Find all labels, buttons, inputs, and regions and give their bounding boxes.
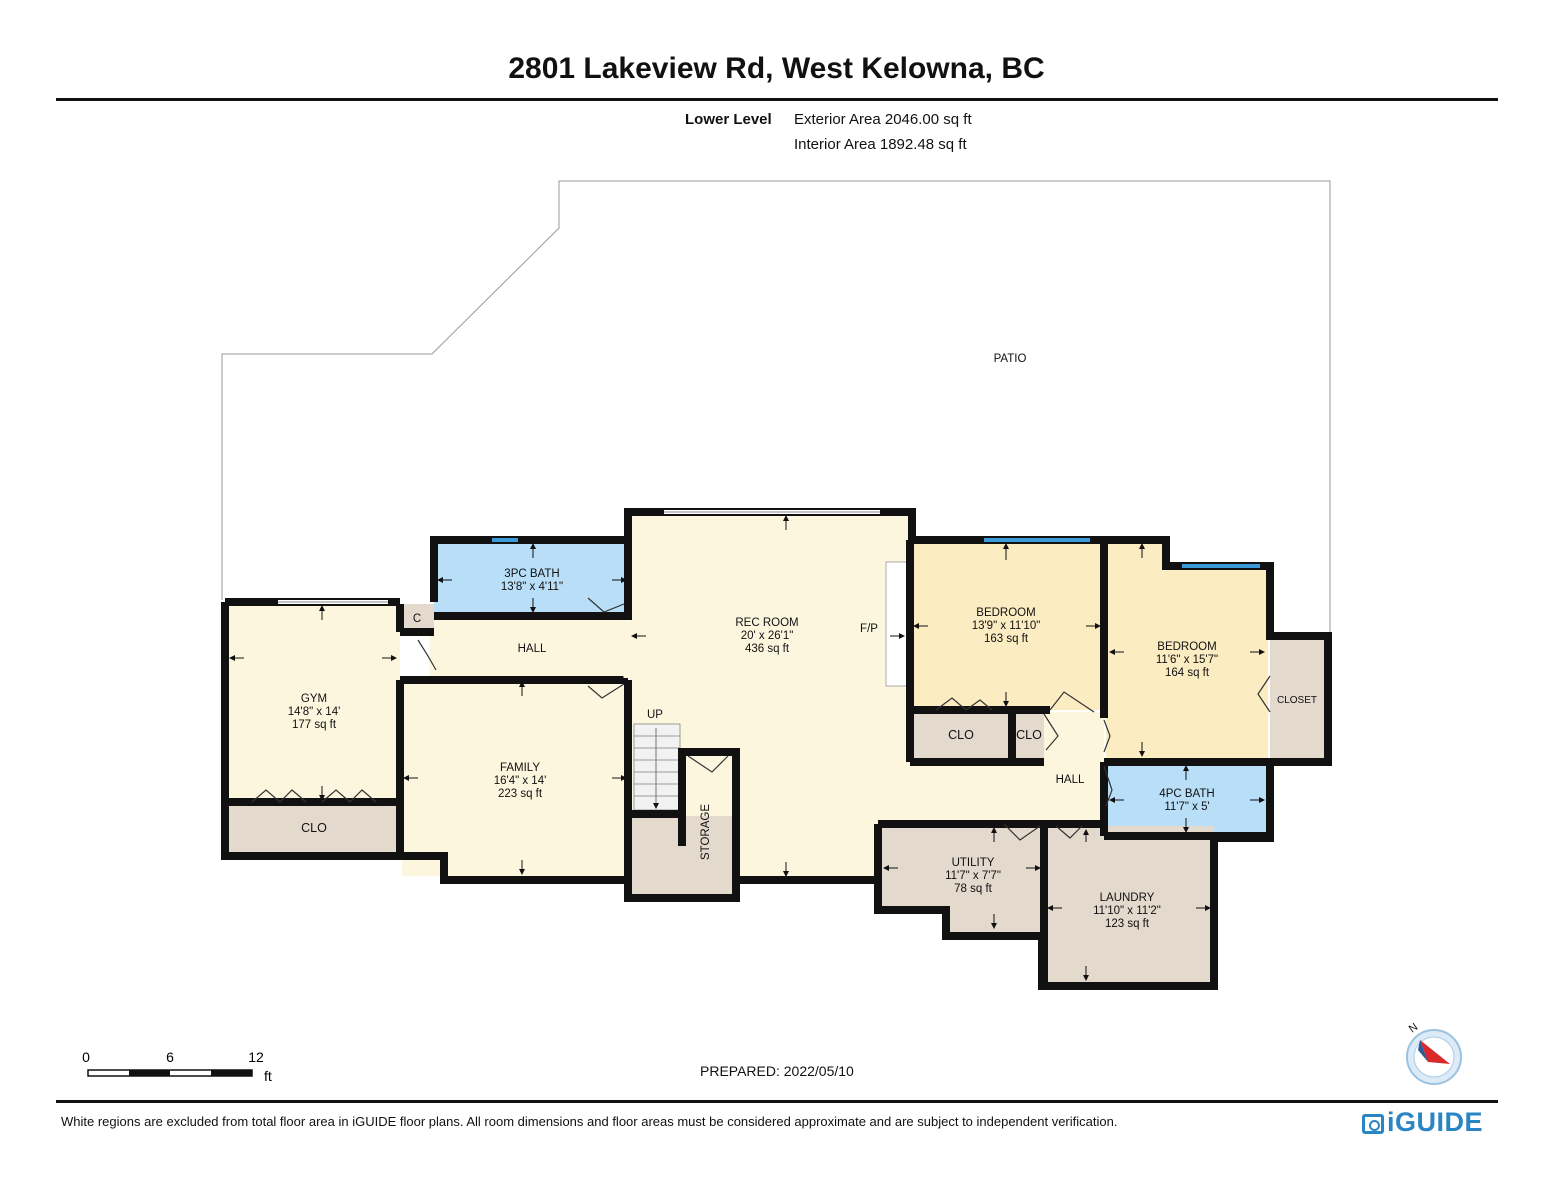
- footer-divider: [56, 1100, 1498, 1103]
- scale-tick-6: 6: [166, 1049, 174, 1065]
- bath-4pc-dims: 11'7" x 5': [1164, 801, 1209, 813]
- family-name: FAMILY: [500, 762, 540, 774]
- closet-label: CLOSET: [1277, 695, 1317, 706]
- gym-floor: [228, 604, 400, 804]
- hall-east-label: HALL: [1056, 774, 1085, 786]
- compass: N: [1406, 1021, 1462, 1085]
- bath-3pc-name: 3PC BATH: [504, 568, 559, 580]
- hall-west-floor: [434, 620, 628, 678]
- scale-tick-12: 12: [248, 1049, 264, 1065]
- bath-4pc-floor: [1106, 766, 1268, 836]
- bath-4pc-name: 4PC BATH: [1159, 788, 1214, 800]
- gym-dims: 14'8" x 14': [288, 706, 341, 718]
- iguide-logo-icon: [1362, 1114, 1384, 1134]
- iguide-logo: iGUIDE: [1362, 1107, 1483, 1138]
- page-title: 2801 Lakeview Rd, West Kelowna, BC: [508, 52, 1045, 85]
- bedroom-2-dims: 11'6" x 15'7": [1156, 654, 1218, 666]
- patio-outline: [221, 180, 1331, 636]
- bath-3pc-dims: 13'8" x 4'11": [501, 581, 563, 593]
- compass-needle-icon: [1420, 1040, 1450, 1064]
- bedroom-1-closet-b-label: CLO: [1016, 728, 1042, 742]
- room-labels: PATIO GYM 14'8" x 14' 177 sq ft CLO C 3P…: [288, 353, 1317, 930]
- gym-area: 177 sq ft: [292, 719, 337, 731]
- fireplace-label: F/P: [860, 623, 878, 635]
- prepared-date: PREPARED: 2022/05/10: [700, 1063, 854, 1079]
- bedroom-2-name: BEDROOM: [1157, 641, 1216, 653]
- laundry-floor: [1044, 826, 1214, 984]
- door-swings: [251, 597, 1271, 841]
- closet-floor: [1270, 638, 1326, 760]
- compass-north-label: N: [1407, 1021, 1420, 1035]
- level-label: Lower Level: [685, 111, 772, 128]
- laundry-dims: 11'10" x 11'2": [1093, 905, 1161, 917]
- utility-name: UTILITY: [952, 857, 995, 869]
- stairs-label: UP: [647, 709, 663, 721]
- title-divider: [56, 98, 1498, 101]
- bedroom-1-floor: [912, 542, 1104, 710]
- bedroom-2-area: 164 sq ft: [1165, 667, 1210, 679]
- bedroom-1-name: BEDROOM: [976, 607, 1035, 619]
- bedroom-1-clo-a-floor: [912, 712, 1010, 760]
- rec-room-dims: 20' x 26'1": [741, 630, 794, 642]
- patio-label: PATIO: [994, 353, 1027, 365]
- small-closet-floor: [400, 604, 434, 632]
- dimension-arrows: [229, 515, 1265, 981]
- rec-room-name: REC ROOM: [735, 617, 798, 629]
- room-fills: [228, 514, 1326, 984]
- gym-name: GYM: [301, 693, 327, 705]
- windows: [278, 510, 1260, 604]
- bedroom-1-area: 163 sq ft: [984, 633, 1029, 645]
- fireplace: [885, 561, 909, 687]
- utility-area: 78 sq ft: [954, 883, 993, 895]
- scale-unit: ft: [264, 1068, 272, 1084]
- scale-bar: 0 6 12 ft: [80, 1048, 290, 1088]
- small-closet-label: C: [413, 613, 421, 625]
- bedroom-1-clo-b-floor: [1014, 712, 1044, 760]
- hall-west-label: HALL: [518, 643, 547, 655]
- gym-closet-floor: [228, 804, 400, 854]
- bath-3pc-floor: [434, 542, 628, 616]
- family-floor: [402, 680, 628, 876]
- bedroom-1-dims: 13'9" x 11'10": [972, 620, 1041, 632]
- door-openings: [429, 622, 633, 678]
- bedroom-2-floor: [1106, 542, 1268, 760]
- bedroom-1-closet-a-label: CLO: [948, 728, 974, 742]
- family-dims: 16'4" x 14': [494, 775, 547, 787]
- laundry-area: 123 sq ft: [1105, 918, 1150, 930]
- scale-tick-0: 0: [82, 1049, 90, 1065]
- rec-room-area: 436 sq ft: [745, 643, 790, 655]
- family-area: 223 sq ft: [498, 788, 543, 800]
- storage-label: STORAGE: [700, 804, 712, 860]
- interior-area-text: Interior Area 1892.48 sq ft: [794, 136, 967, 153]
- stairs: [633, 723, 681, 811]
- exterior-area-text: Exterior Area 2046.00 sq ft: [794, 111, 972, 128]
- iguide-logo-text: iGUIDE: [1387, 1107, 1484, 1137]
- disclaimer-text: White regions are excluded from total fl…: [61, 1114, 1118, 1129]
- laundry-name: LAUNDRY: [1100, 892, 1155, 904]
- gym-closet-label: CLO: [301, 821, 327, 835]
- utility-dims: 11'7" x 7'7": [945, 870, 1001, 882]
